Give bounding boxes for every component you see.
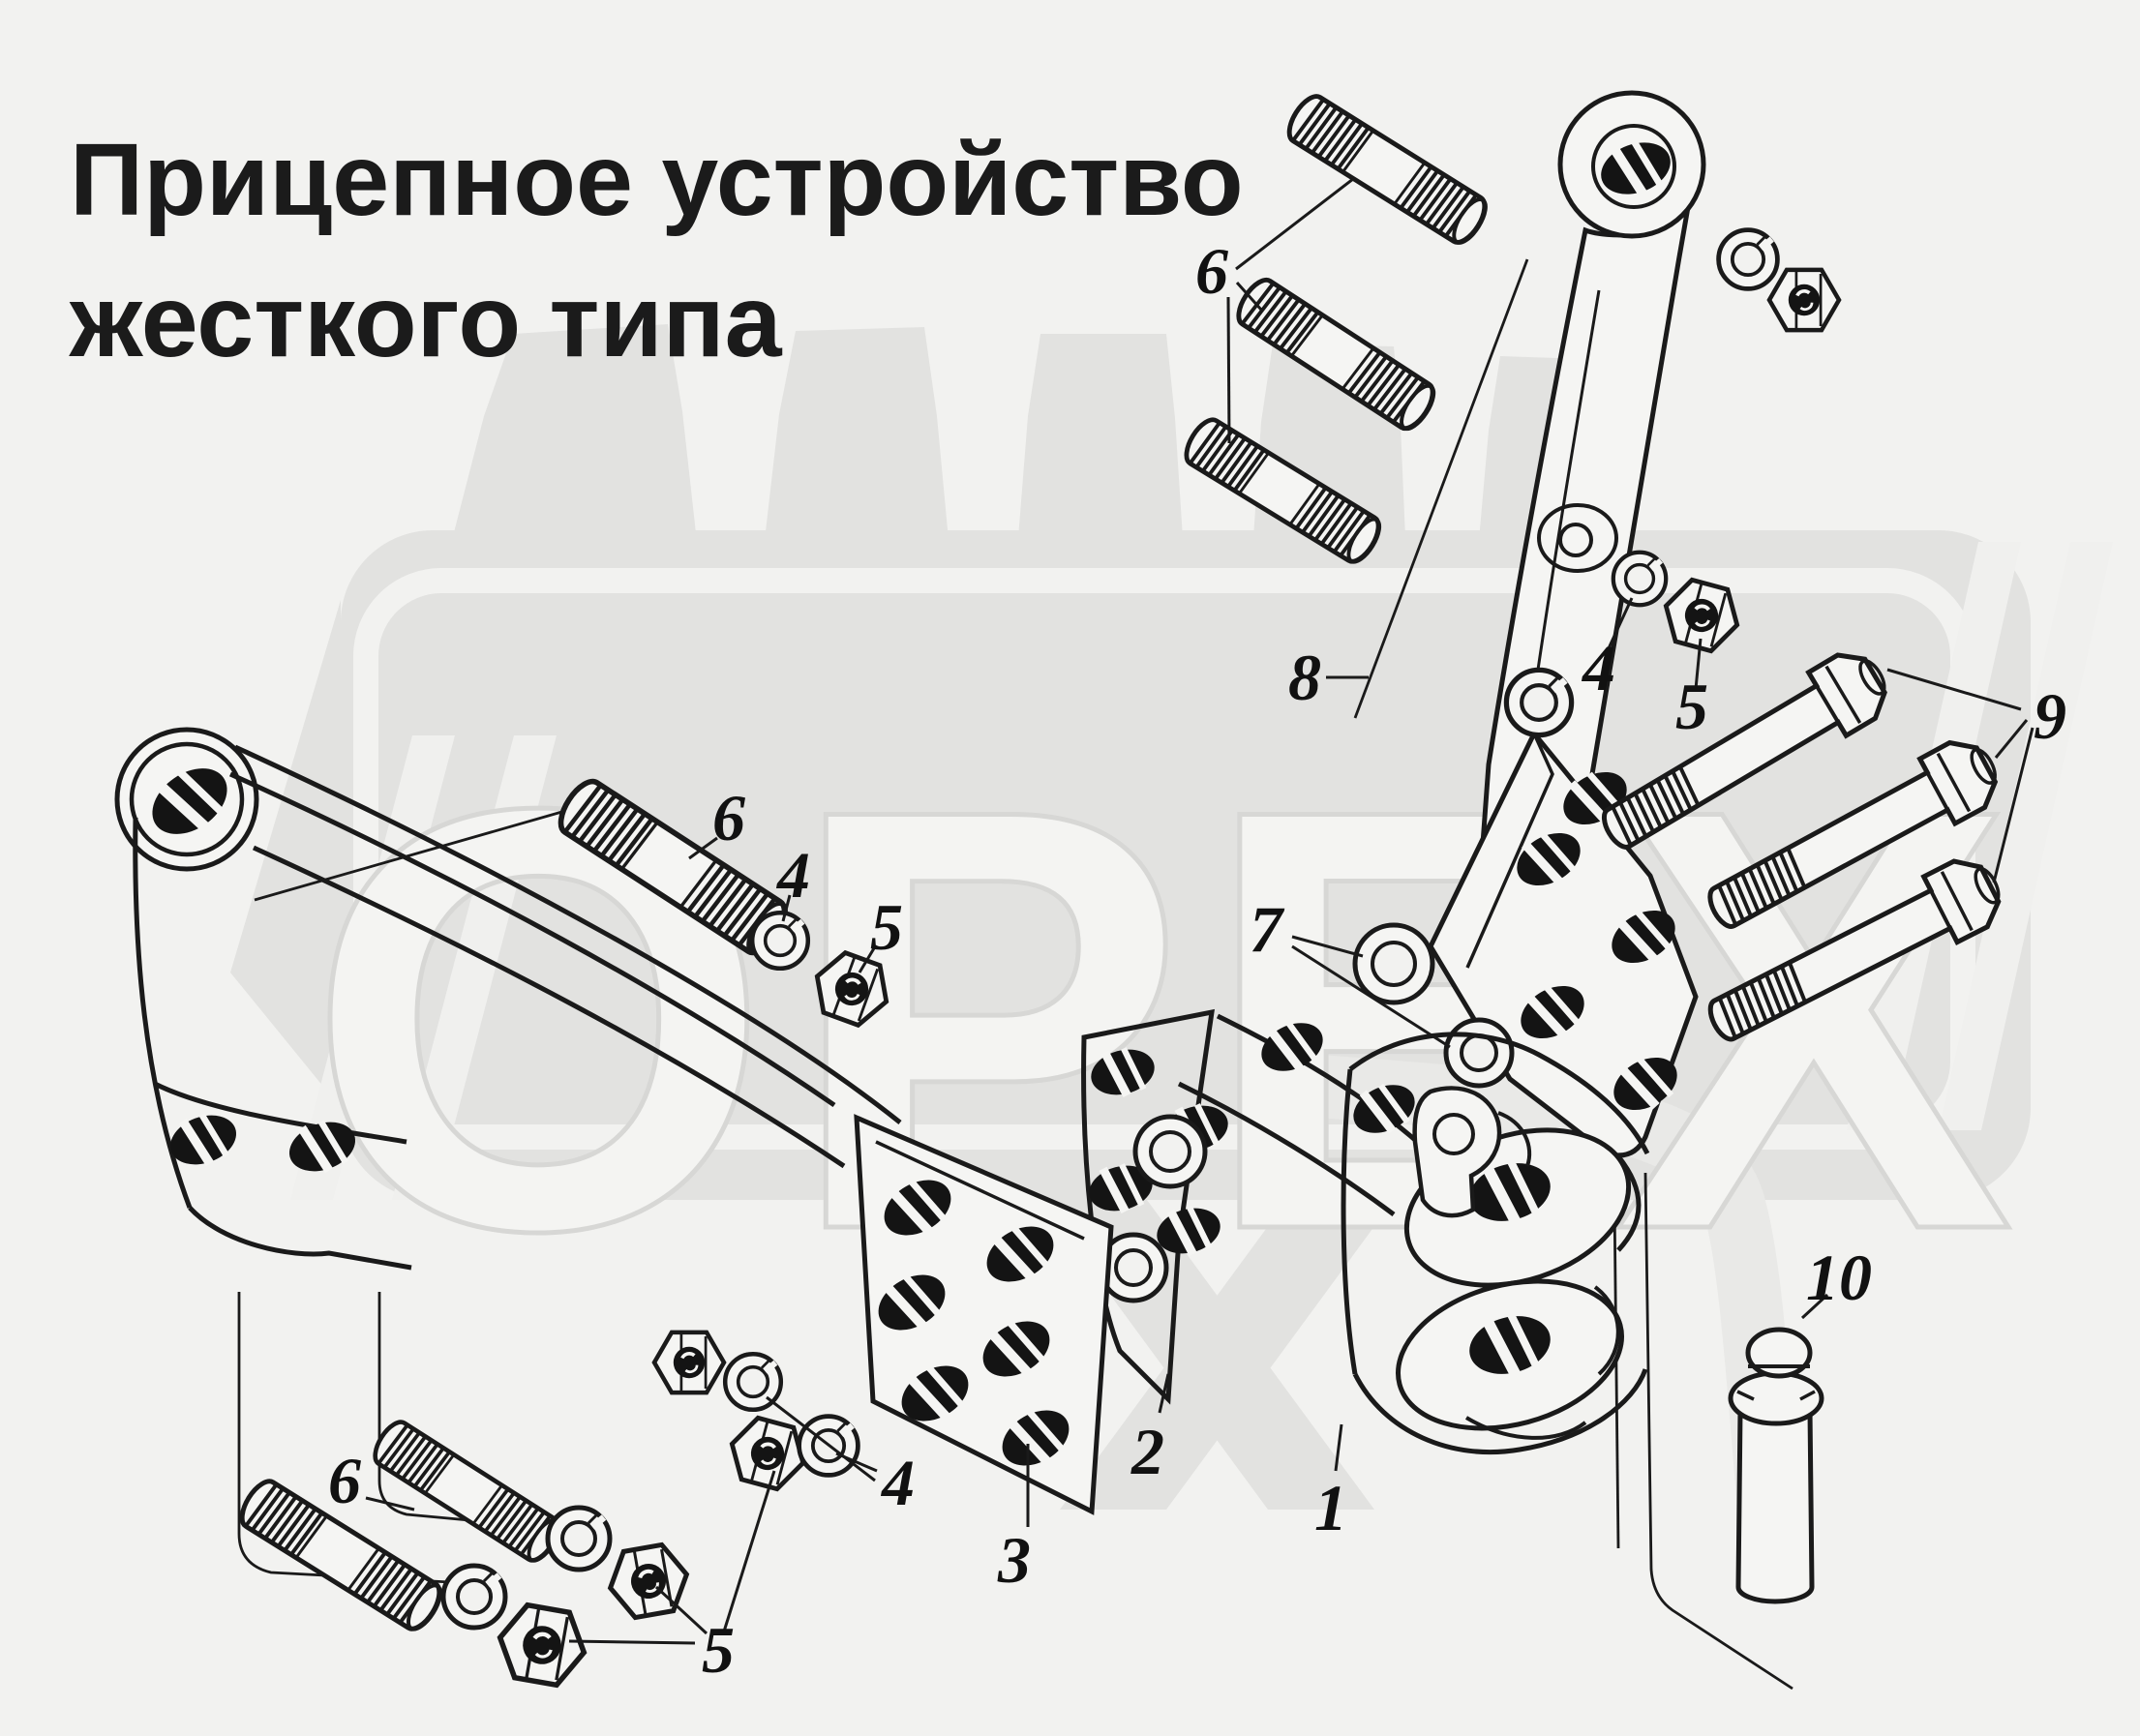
part-callout-4: 4 <box>775 838 810 912</box>
part-callout-4: 4 <box>880 1446 915 1519</box>
nut-icon <box>1769 270 1839 331</box>
part-callout-6: 6 <box>712 781 745 854</box>
page-title-line1: Прицепное устройство <box>70 123 1244 237</box>
callout-leader-line <box>1226 296 1231 444</box>
callout-leader-line <box>1607 597 1634 649</box>
page-title-line2: жесткого типа <box>69 264 783 378</box>
callout-leader-line <box>858 947 876 973</box>
callout-leader-line <box>688 836 718 860</box>
watermark-stripes <box>290 542 2113 1200</box>
part-callout-4: 4 <box>1581 631 1615 704</box>
hook-latch <box>1412 1086 1532 1218</box>
part-hitch-pin <box>1728 1327 1824 1604</box>
callout-leader-line <box>1235 177 1354 271</box>
part-callout-7: 7 <box>1250 892 1285 966</box>
part-side-bracket <box>114 727 1114 1515</box>
washer-icon <box>1506 670 1571 734</box>
part-callout-2: 2 <box>1130 1415 1164 1488</box>
part-callout-3: 3 <box>997 1523 1031 1597</box>
callout-leader-line <box>1694 638 1703 690</box>
part-callout-8: 8 <box>1288 641 1321 714</box>
callout-leader-line <box>1158 1373 1170 1414</box>
callout-leader-line <box>568 1639 696 1645</box>
part-callout-5: 5 <box>1675 670 1708 743</box>
callout-leader-line <box>1235 282 1263 311</box>
callout-leader-line <box>722 1470 776 1632</box>
callout-leader-line <box>1800 1293 1829 1320</box>
callout-leader-line <box>1291 944 1451 1049</box>
part-callout-6: 6 <box>1195 234 1228 308</box>
frame-phantom-lines <box>237 258 1793 1691</box>
part-callout-5: 5 <box>870 890 903 964</box>
callout-leader-line <box>654 1585 708 1635</box>
part-callout-9: 9 <box>2034 679 2066 753</box>
callout-leader-line <box>781 894 792 922</box>
callout-leader-line <box>1886 668 2022 711</box>
part-callout-5: 5 <box>702 1613 735 1687</box>
washer-icon <box>1719 230 1778 289</box>
callout-leader-line <box>1992 727 2035 883</box>
washer-icon <box>1613 553 1666 605</box>
part-callout-1: 1 <box>1314 1471 1347 1544</box>
callout-leader-line <box>766 1395 876 1482</box>
washer-icon <box>443 1566 505 1628</box>
nut-icon <box>654 1332 724 1393</box>
callout-leader-line <box>1994 719 2029 759</box>
washer-icon <box>548 1508 610 1570</box>
callout-leader-line <box>1291 935 1364 958</box>
part-towing-hook <box>1341 1032 1650 1455</box>
part-washers-7 <box>1352 922 1515 1089</box>
callout-leader-line <box>365 1496 415 1512</box>
part-callout-10: 10 <box>1806 1241 1872 1314</box>
part-callout-6: 6 <box>328 1444 361 1517</box>
washer-icon <box>752 913 808 969</box>
hitch-fork-arms <box>1177 1012 1423 1217</box>
callout-leader-line <box>1334 1423 1343 1472</box>
